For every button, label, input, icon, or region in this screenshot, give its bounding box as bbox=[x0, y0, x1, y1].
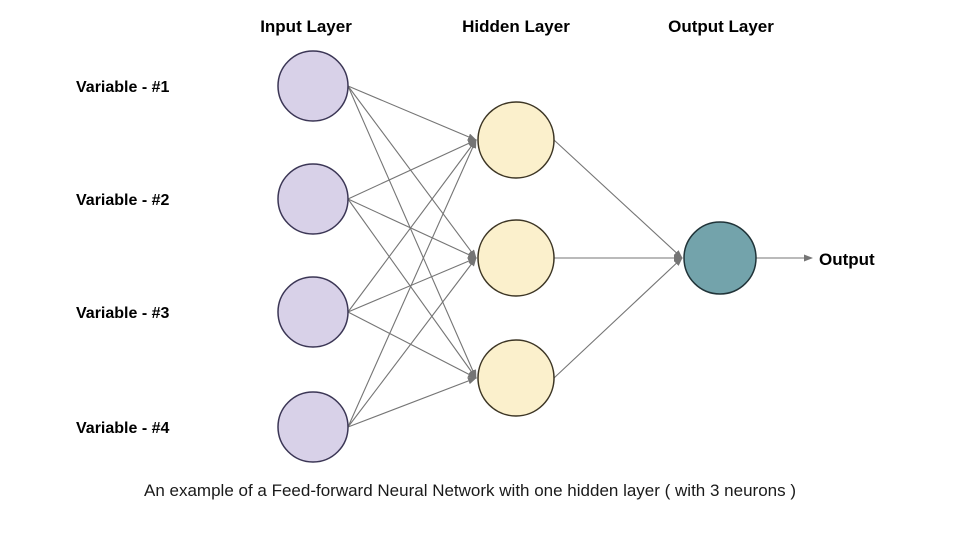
edge-input-2-hidden-1 bbox=[347, 139, 477, 200]
input-node-label-1: Variable - #1 bbox=[76, 79, 169, 96]
edge-input-2-hidden-2 bbox=[347, 198, 477, 259]
edge-input-1-hidden-2 bbox=[347, 85, 477, 259]
labels-group: Input Layer Hidden Layer Output Layer Ou… bbox=[76, 17, 875, 500]
edge-input-3-hidden-3 bbox=[347, 311, 477, 379]
input-node-4 bbox=[277, 391, 349, 463]
edge-input-1-hidden-1 bbox=[347, 85, 477, 141]
header-output-layer: Output Layer bbox=[668, 17, 774, 36]
hidden-node-2 bbox=[477, 219, 555, 297]
input-node-1 bbox=[277, 50, 349, 122]
output-node-1 bbox=[683, 221, 757, 295]
output-label: Output bbox=[819, 250, 875, 269]
edge-input-4-hidden-3 bbox=[347, 377, 477, 428]
edge-hidden-3-output-1 bbox=[553, 257, 683, 379]
edge-input-2-hidden-3 bbox=[347, 198, 477, 379]
edge-input-1-hidden-3 bbox=[347, 85, 477, 379]
input-node-2 bbox=[277, 163, 349, 235]
edges-group bbox=[347, 85, 813, 428]
hidden-node-3 bbox=[477, 339, 555, 417]
edge-hidden-1-output-1 bbox=[553, 139, 683, 259]
edge-input-4-hidden-1 bbox=[347, 139, 477, 428]
input-node-label-2: Variable - #2 bbox=[76, 192, 169, 209]
input-node-3 bbox=[277, 276, 349, 348]
caption: An example of a Feed-forward Neural Netw… bbox=[144, 481, 796, 500]
input-node-label-3: Variable - #3 bbox=[76, 305, 169, 322]
edge-input-3-hidden-2 bbox=[347, 257, 477, 313]
edge-input-3-hidden-1 bbox=[347, 139, 477, 313]
edge-input-4-hidden-2 bbox=[347, 257, 477, 428]
input-node-label-4: Variable - #4 bbox=[76, 420, 169, 437]
nodes-group bbox=[277, 50, 757, 463]
header-hidden-layer: Hidden Layer bbox=[462, 17, 570, 36]
header-input-layer: Input Layer bbox=[260, 17, 352, 36]
hidden-node-1 bbox=[477, 101, 555, 179]
